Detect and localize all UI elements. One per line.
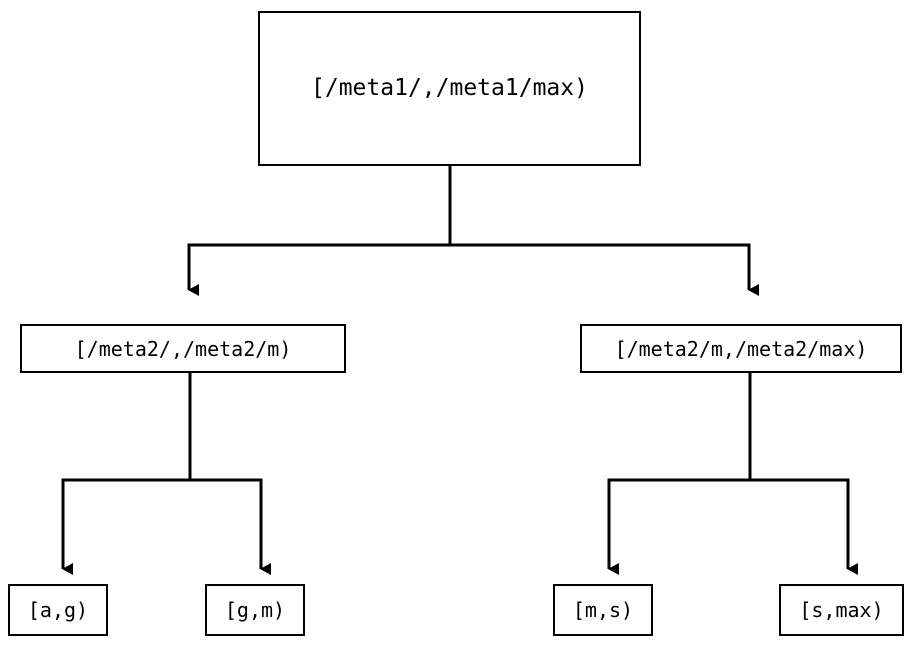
tree-node-leaf-ms-label: [m,s) [572,598,634,622]
tree-node-leaf-ag[interactable]: [a,g) [8,584,108,636]
tree-node-leaf-gm[interactable]: [g,m) [205,584,305,636]
tree-node-mid-left[interactable]: [/meta2/,/meta2/m) [20,324,346,373]
edge-mid-left-to-leaf-ag [61,373,192,575]
tree-node-root[interactable]: [/meta1/,/meta1/max) [258,11,641,166]
edge-root-to-mid-left [187,166,452,296]
tree-node-root-label: [/meta1/,/meta1/max) [311,75,588,101]
edge-mid-left-to-leaf-gm [188,373,271,575]
tree-node-mid-right-label: [/meta2/m,/meta2/max) [614,336,868,361]
edge-mid-right-to-leaf-ms [607,373,752,575]
tree-node-leaf-ag-label: [a,g) [27,598,89,622]
tree-node-leaf-gm-label: [g,m) [224,598,286,622]
edge-mid-right-to-leaf-smax [748,373,858,575]
tree-node-mid-left-label: [/meta2/,/meta2/m) [74,336,292,361]
edge-root-to-mid-right [448,166,759,296]
tree-node-leaf-ms[interactable]: [m,s) [553,584,653,636]
tree-node-leaf-smax-label: [s,max) [799,598,884,622]
tree-node-leaf-smax[interactable]: [s,max) [779,584,904,636]
tree-node-mid-right[interactable]: [/meta2/m,/meta2/max) [580,324,902,373]
